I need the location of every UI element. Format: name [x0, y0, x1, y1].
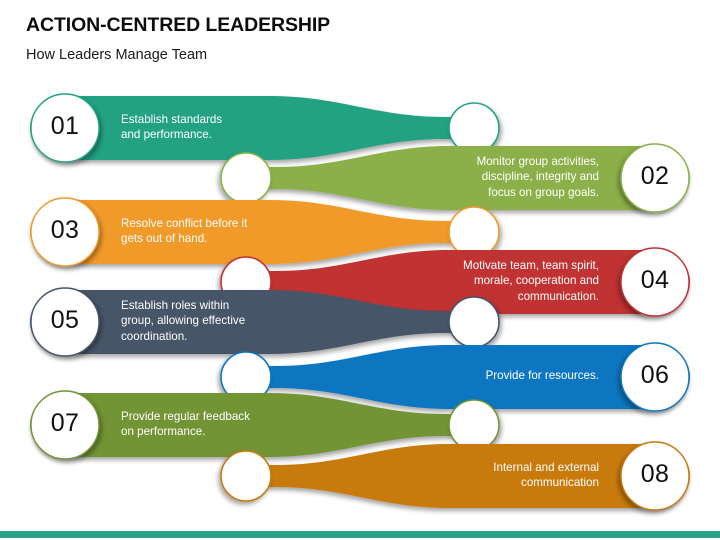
process-step-shape[interactable] [30, 183, 511, 281]
step-number: 04 [640, 266, 670, 294]
step-number: 06 [640, 361, 670, 389]
connector-dot [220, 450, 272, 502]
step-number-circle [30, 197, 100, 267]
step-number: 02 [640, 162, 670, 190]
step-number-circle [30, 93, 100, 163]
step-description: Internal and external communication [493, 460, 599, 489]
step-ribbon [269, 444, 690, 508]
step-ribbon [30, 200, 451, 264]
step-ribbon [30, 96, 451, 160]
step-description: Establish roles within group, allowing e… [121, 298, 246, 343]
step-description: Monitor group activities, discipline, in… [476, 154, 599, 199]
step-number-circle [30, 287, 100, 357]
step-number-circle [620, 441, 690, 511]
step-number: 01 [50, 112, 80, 140]
step-description: Provide regular feedback on performance. [121, 409, 250, 438]
process-step-shape[interactable] [30, 273, 511, 371]
process-step-shape[interactable] [209, 328, 690, 426]
step-ribbon [269, 146, 690, 210]
step-number-circle [620, 342, 690, 412]
step-ribbon [269, 345, 690, 409]
step-description: Motivate team, team spirit, morale, coop… [463, 258, 599, 303]
step-number-circle [30, 390, 100, 460]
step-ribbon [269, 250, 690, 314]
step-number: 05 [50, 306, 80, 334]
page-subtitle: How Leaders Manage Team [26, 47, 208, 63]
step-number-circle [620, 247, 690, 317]
step-number: 03 [50, 216, 80, 244]
step-description: Resolve conflict before it gets out of h… [121, 216, 248, 245]
step-ribbon [30, 393, 451, 457]
process-step-shape[interactable] [209, 129, 690, 227]
step-ribbon [30, 290, 451, 354]
step-number-circle [620, 143, 690, 213]
step-number: 07 [50, 409, 80, 437]
step-number: 08 [640, 460, 670, 488]
step-description: Provide for resources. [485, 369, 599, 383]
process-step-shape[interactable] [30, 376, 511, 474]
bottom-accent-bar [0, 531, 720, 538]
process-step-shape[interactable] [30, 79, 511, 177]
step-description: Establish standards and performance. [121, 112, 223, 141]
page-title: ACTION-CENTRED LEADERSHIP [26, 14, 331, 36]
process-step-shape[interactable] [209, 427, 690, 525]
